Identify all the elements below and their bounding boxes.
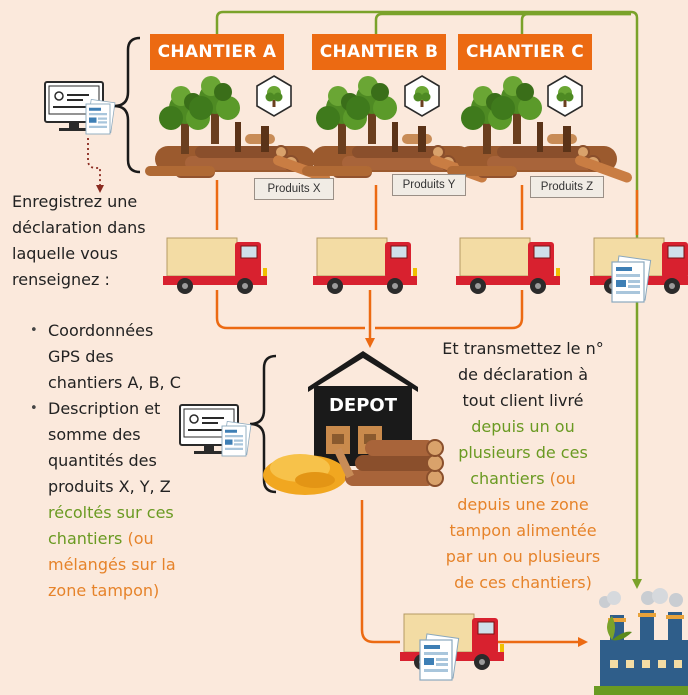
site-a-label: CHANTIER A [150,34,284,70]
document-icon [419,633,460,681]
logs-pile [334,439,444,487]
wood-chips-pile [263,454,347,495]
left-intro-text: Enregistrez une déclaration dans laquell… [12,192,146,289]
truck-icon [312,237,418,295]
tree-hex-icon [256,75,292,117]
depot-label: DEPOT [328,395,397,416]
left-bullets: Coordonnées GPS des chantiers A, B, C De… [28,318,233,604]
bullet-description: Description et somme des quantités des p… [28,396,233,604]
dotted-link [87,138,104,193]
product-y-label: Produits Y [392,174,466,196]
right-transmit-text: Et transmettez le n° de déclaration à to… [442,339,604,592]
green-flow-lines [215,10,642,589]
brace-top [113,36,141,174]
brace-depot [249,354,277,494]
tree-hex-icon [547,75,583,117]
site-c-label: CHANTIER C [458,34,592,70]
truck-icon [455,237,561,295]
product-z-label: Produits Z [530,176,604,198]
bullet-gps: Coordonnées GPS des chantiers A, B, C [28,318,233,396]
truck-icon [162,237,268,295]
computer-document-icon [44,81,116,135]
tree-hex-icon [404,75,440,117]
orange-flow-lines [215,180,639,647]
site-b-label: CHANTIER B [312,34,446,70]
document-icon [611,255,652,303]
site-c-illustration [447,76,633,184]
factory-icon [594,588,688,695]
product-x-label: Produits X [254,178,334,200]
